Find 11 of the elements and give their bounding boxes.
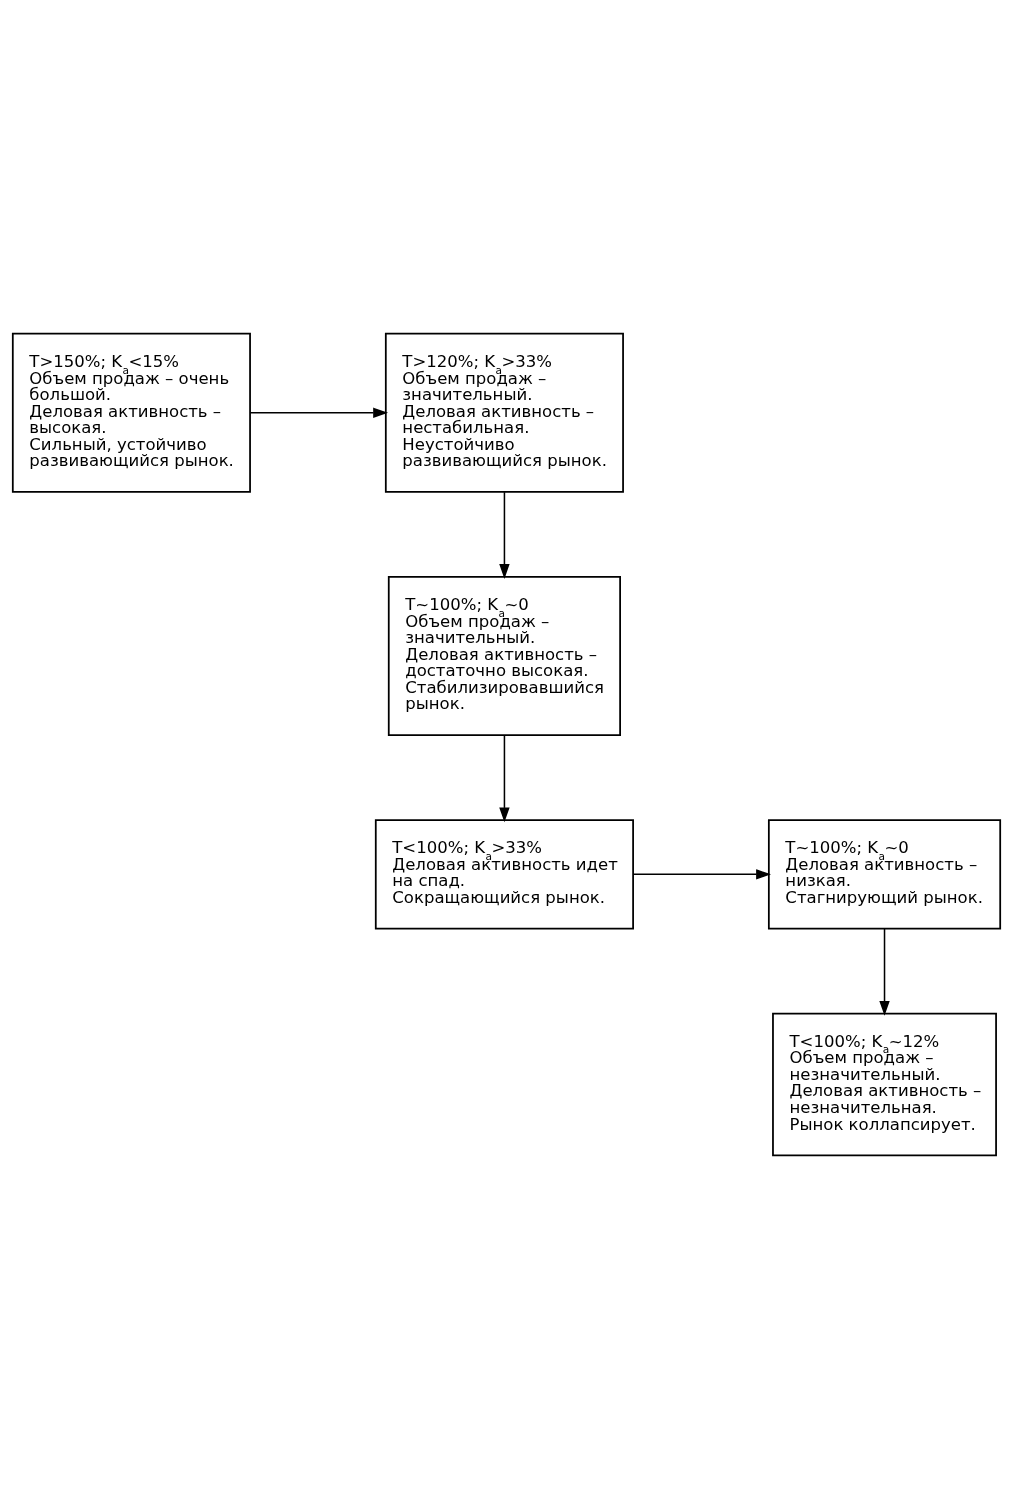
arrow [499, 733, 510, 822]
node-box: T>150%; K$_{а}$<15% Объем продаж – очень большой. Деловая активность – высокая. Сильный, устойчиво развивающийся рынок. [11, 332, 251, 493]
arrow [632, 868, 771, 880]
node-box: T<100%; K$_{а}$>33% Деловая активность идет на спад. Сокращающийся рынок. [374, 818, 634, 930]
arrow [879, 927, 890, 1016]
node-box: T~100%; K$_{а}$~0 Деловая активность – низкая. Стагнирующий рынок. [767, 818, 1002, 930]
node-box: T<100%; K$_{а}$~12% Объем продаж – незначительный. Деловая активность – незначительная. Рынок коллапсирует. [772, 1012, 997, 1156]
node-box: T~100%; K$_{а}$~0 Объем продаж – значительный. Деловая активность – достаточно высокая. Стабилизировавшийся рынок. [387, 575, 621, 736]
node-box: T>120%; K$_{а}$>33% Объем продаж – значительный. Деловая активность – нестабильная. Неустойчиво развивающийся рынок. [384, 332, 624, 493]
arrow [249, 407, 389, 418]
arrow [499, 490, 510, 579]
